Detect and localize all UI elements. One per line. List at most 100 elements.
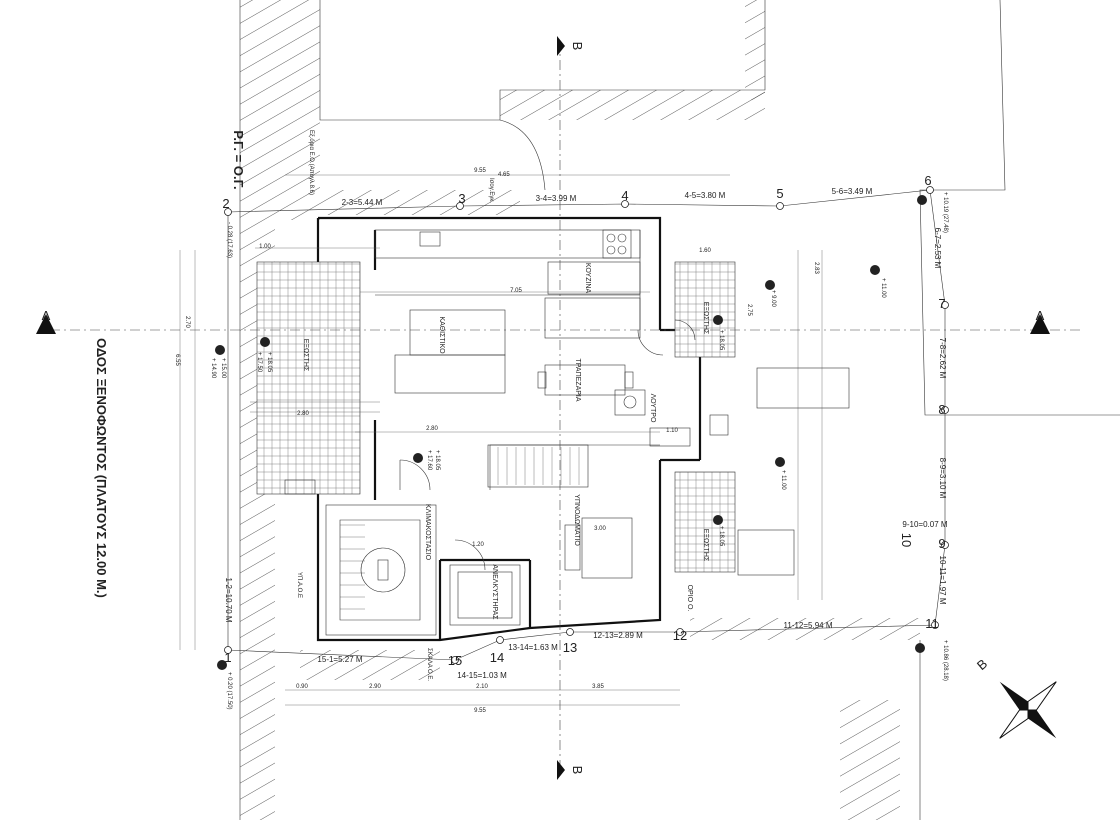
limit-label: ΟΡΙΟ Ο. — [686, 585, 693, 612]
elev-1: + 18.05 — [266, 352, 272, 373]
room-living: ΚΑΘΙΣΤΙΚΟ — [438, 316, 445, 354]
note-1: Εξ.όρια Ε.Ο.(Απογλ.8.6) — [308, 130, 315, 195]
room-kitchen: ΚΟΥΖΙΝΑ — [584, 263, 591, 294]
elev-11: + 18.05 — [718, 526, 724, 547]
dim-290: 2.90 — [369, 684, 381, 690]
section-a-left-arrow — [36, 314, 56, 334]
segment-14-15: 14-15=1.03 M — [457, 671, 507, 680]
point-10: 10 — [899, 533, 914, 547]
dim-bot-955: 9.55 — [474, 708, 486, 714]
segment-3-4: 3-4=3.99 M — [536, 194, 577, 203]
section-b-bottom-label: B — [570, 766, 585, 775]
point-6: 6 — [924, 173, 931, 188]
dining-table — [537, 364, 634, 396]
point-4: 4 — [621, 188, 628, 203]
section-a-right-arrow — [1030, 314, 1050, 334]
section-a-left-label: A — [42, 308, 51, 323]
point-12: 12 — [673, 628, 687, 643]
point-1: 1 — [224, 650, 231, 665]
segment-10-11: 10-11=1.97 M — [938, 556, 947, 605]
dim-270: 2.70 — [184, 316, 190, 328]
elev-7: + 9.00 — [770, 290, 776, 308]
room-wc: ΛΟΥΤΡΟ — [649, 394, 656, 423]
section-a-right-label: A — [1036, 308, 1045, 323]
dim-120: 1.20 — [472, 542, 484, 548]
room-balcony-left: ΕΞΩΣΤΗΣ — [302, 339, 309, 372]
dim-280: 2.80 — [426, 426, 438, 432]
dim-275: 2.75 — [746, 304, 752, 316]
segment-9-10: 9-10=0.07 M — [902, 520, 947, 529]
street-label: ΟΔΟΣ ΞΕΝΟΦΩΝΤΟΣ (ΠΛΑΤΟΥΣ 12.00 Μ.) — [94, 338, 109, 598]
dim-705: 7.05 — [510, 288, 522, 294]
elev-13: + 10.19 (27.48) — [942, 192, 948, 233]
section-b-bottom-arrow — [557, 760, 565, 780]
compass-icon — [999, 681, 1057, 739]
dim-300: 3.00 — [594, 526, 606, 532]
dim-655: 6.55 — [174, 354, 180, 366]
stairs — [325, 444, 589, 636]
dim-160: 1.60 — [699, 248, 711, 254]
segment-7-8: 7-8=2.62 M — [938, 338, 947, 379]
room-elevator: ΑΝΕΛΚΥΣΤΗΡΑΣ — [491, 564, 498, 620]
dim-090: 0.90 — [296, 684, 308, 690]
dim-110: 1.10 — [666, 428, 678, 434]
point-5: 5 — [776, 186, 783, 201]
dim-283: 2.83 — [813, 262, 819, 274]
elev-9: + 11.00 — [780, 470, 786, 490]
point-15: 15 — [448, 653, 462, 668]
section-lines — [36, 36, 1080, 780]
segment-5-6: 5-6=3.49 M — [832, 187, 873, 196]
dim-210: 2.10 — [476, 684, 488, 690]
point-8: 8 — [938, 402, 945, 417]
terrace-left — [256, 261, 361, 495]
dimension-lines — [179, 174, 823, 706]
segment-6-7: 6-7=2.53 M — [933, 228, 942, 269]
room-balcony-right-top: ΕΞΩΣΤΗΣ — [702, 302, 709, 335]
point-11: 11 — [925, 616, 939, 631]
point-13: 13 — [563, 640, 577, 655]
elevator — [449, 564, 521, 626]
note-3: ΥΠ.Α.Ο.Ε — [296, 572, 302, 598]
elev-2: + 17.50 — [256, 352, 262, 373]
point-14: 14 — [490, 650, 504, 665]
segment-11-12: 11-12=5.94 M — [784, 621, 833, 630]
elev-8: + 11.00 — [880, 278, 886, 298]
point-7: 7 — [938, 296, 945, 311]
point-9: 9 — [938, 536, 945, 551]
bed — [564, 517, 633, 579]
point-2: 2 — [222, 196, 229, 211]
boundary-points — [224, 186, 949, 664]
segment-13-14: 13-14=1.63 M — [508, 643, 558, 652]
elev-4: + 17.60 — [426, 450, 432, 471]
dim-280-b: 2.80 — [297, 411, 309, 417]
elev-14: + 0.20 (17.50) — [226, 672, 232, 710]
rg-og-label: Ρ.Γ. = Ο.Γ. — [231, 130, 246, 189]
segment-4-5: 4-5=3.80 M — [685, 191, 726, 200]
segment-1-2: 1-2=10.70 M — [224, 577, 233, 622]
point-3: 3 — [458, 191, 465, 206]
segment-12-13: 12-13=2.89 M — [593, 631, 643, 640]
door-swings — [399, 319, 696, 571]
neighbor-outlines — [239, 0, 1120, 820]
elev-5: + 15.00 — [220, 358, 226, 379]
elev-6: + 14.90 — [210, 358, 216, 379]
segment-15-1: 15-1=5.27 M — [317, 655, 362, 664]
dim-465: 4.65 — [498, 172, 510, 178]
section-b-top-arrow — [557, 36, 565, 56]
room-balcony-right-bottom: ΕΞΩΣΤΗΣ — [702, 529, 709, 562]
elev-10: + 18.05 — [718, 330, 724, 351]
note-4: ΣΚΑΛΑ Ο.Ε. — [426, 648, 432, 681]
dim-385: 3.85 — [592, 684, 604, 690]
elevation-markers — [215, 195, 927, 670]
terraces-right — [674, 261, 850, 576]
dim-100: 1.00 — [259, 244, 271, 250]
segment-2-3: 2-3=5.44 M — [342, 198, 383, 207]
building-walls — [316, 216, 702, 642]
segment-8-9: 8-9=3.10 M — [938, 458, 947, 499]
room-dining: ΤΡΑΠΕΖΑΡΙΑ — [574, 358, 581, 401]
compass-label: B — [974, 656, 990, 673]
dim-top-955: 9.55 — [474, 168, 486, 174]
room-bedroom: ΥΠΝΟΔΩΜΑΤΙΟ — [573, 494, 580, 546]
room-stair: ΚΛΙΜΑΚΟΣΤΑΣΙΟ — [424, 504, 431, 561]
